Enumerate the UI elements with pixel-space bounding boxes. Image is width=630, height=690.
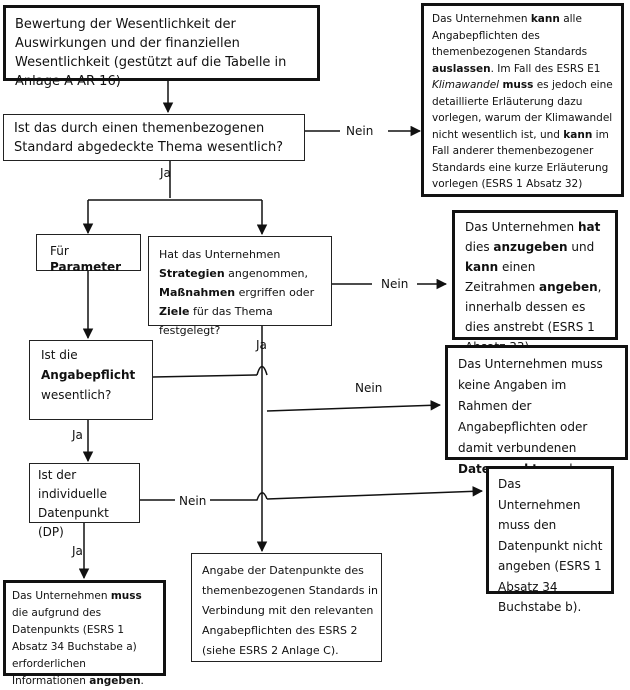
label-ja-requirement: Ja	[72, 428, 83, 442]
label-nein-strategies: Nein	[381, 277, 409, 291]
no-disclosure-box: Das Unternehmen muss keine Angaben im Ra…	[445, 345, 628, 476]
esrs2-text: Angabe der Datenpunkte des themenbezogen…	[202, 564, 379, 657]
arrow-hop-to-dp-not-required	[266, 486, 484, 500]
line-nein-to-hop-2	[210, 492, 268, 501]
label-ja-strategies: Ja	[256, 338, 267, 352]
requirement-text-1: Ist die	[41, 348, 78, 362]
dp-required-box: Das Unternehmen muss die aufgrund des Da…	[3, 580, 166, 687]
topic-question-text: Ist das durch einen themenbezogenen Stan…	[14, 121, 284, 155]
timeframe-text-hat: hat	[577, 220, 601, 234]
dp-required-text-muss: muss	[110, 590, 142, 602]
topic-question-box: Ist das durch einen themenbezogenen Stan…	[3, 114, 305, 161]
dp-not-required-text: Das Unternehmen muss den Datenpunkt nich…	[498, 477, 603, 614]
omit-text-kann-2: kann	[563, 128, 593, 141]
timeframe-text-2: dies	[465, 240, 494, 254]
label-nein-topic: Nein	[346, 124, 374, 138]
strategies-question-box: Hat das Unternehmen Strategien angenomme…	[148, 236, 332, 337]
dp-required-text-1: Das Unternehmen	[12, 590, 111, 602]
parameter-box: Für Parameter	[36, 234, 141, 274]
assessment-box: Bewertung der Wesentlichkeit der Auswirk…	[3, 5, 320, 89]
strategies-text-2: angenommen,	[224, 267, 309, 280]
omit-text-3: . Im Fall des ESRS E1	[490, 62, 601, 75]
omit-text-5: es jedoch eine detaillierte Erläuterung …	[432, 79, 613, 141]
line-hop-1	[256, 365, 268, 376]
omit-text-klimawandel: Klimawandel	[432, 79, 500, 91]
omit-text-muss: muss	[502, 79, 534, 91]
omit-text-1: Das Unternehmen	[432, 13, 531, 25]
disclose-timeframe-box: Das Unternehmen hat dies anzugeben und k…	[452, 210, 618, 354]
omit-text-6: im Fall anderer themenbezogener Standard…	[432, 128, 609, 191]
timeframe-text-anzugeben: anzugeben	[493, 240, 568, 254]
parameter-text-parameter: Parameter	[50, 260, 122, 274]
dp-required-text-angeben: angeben	[89, 675, 141, 687]
datapoint-question-box: Ist der individuelle Datenpunkt (DP)	[29, 463, 140, 539]
label-nein-datapoint: Nein	[179, 494, 207, 508]
label-nein-requirement: Nein	[355, 381, 383, 395]
arrow-hop-to-no-disclosure	[266, 400, 442, 412]
timeframe-text-kann: kann	[465, 260, 499, 274]
strategies-text-3: ergriffen oder	[235, 286, 315, 299]
dp-required-text-3: .	[140, 675, 144, 687]
requirement-question-box: Ist die Angabepflicht wesentlich?	[29, 340, 153, 420]
strategies-text-ziele: Ziele	[159, 305, 190, 318]
timeframe-text-3: und	[567, 240, 595, 254]
datapoint-question-text: Ist der individuelle Datenpunkt (DP)	[38, 468, 109, 539]
parameter-text-1: Für	[50, 244, 69, 258]
line-requirement-to-hop	[152, 374, 258, 378]
timeframe-text-4: einen Zeitrahmen	[465, 260, 540, 294]
timeframe-text-angeben: angeben	[539, 280, 598, 294]
strategies-text-4: für das Thema festgelegt?	[159, 305, 273, 337]
omit-standard-box: Das Unternehmen kann alle Angabepflichte…	[421, 3, 624, 197]
no-disclosure-text-1: Das Unternehmen muss keine Angaben im Ra…	[458, 357, 603, 455]
strategies-text-1: Hat das Unternehmen	[159, 248, 281, 261]
label-ja-topic: Ja	[160, 166, 171, 180]
dp-required-text-2: die aufgrund des Datenpunkts (ESRS 1 Abs…	[12, 607, 137, 687]
assessment-text: Bewertung der Wesentlichkeit der Auswirk…	[15, 17, 287, 89]
strategies-text-massnahmen: Maßnahmen	[159, 286, 236, 299]
strategies-text-strategien: Strategien	[159, 267, 225, 280]
omit-text-auslassen: auslassen	[432, 62, 491, 75]
omit-text-kann: kann	[530, 13, 560, 25]
requirement-text-angabepflicht: Angabepflicht	[41, 368, 136, 382]
dp-not-required-box: Das Unternehmen muss den Datenpunkt nich…	[486, 466, 614, 614]
timeframe-text-1: Das Unternehmen	[465, 220, 578, 234]
esrs2-datapoints-box: Angabe der Datenpunkte des themenbezogen…	[191, 553, 382, 662]
label-ja-datapoint: Ja	[72, 544, 83, 558]
requirement-text-2: wesentlich?	[41, 388, 112, 402]
omit-text-2: alle Angabepflichten des themenbezogenen…	[432, 13, 588, 58]
